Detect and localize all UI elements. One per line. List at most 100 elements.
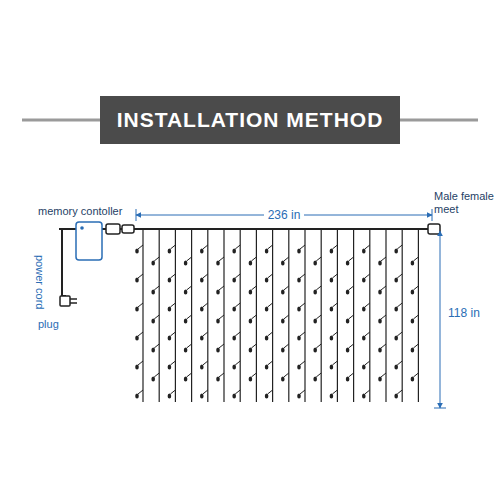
led-bulb xyxy=(313,347,317,352)
led-bulb xyxy=(216,260,220,265)
led-bulb xyxy=(135,335,139,340)
dimension-label: 236 in xyxy=(264,208,305,222)
led-bulb xyxy=(232,335,236,340)
led-bulb xyxy=(216,376,220,381)
led-bulb xyxy=(346,289,350,294)
led-bulb xyxy=(330,393,334,398)
led-bulb xyxy=(232,248,236,253)
led-bulb xyxy=(362,277,366,282)
led-bulb xyxy=(151,347,155,352)
strand xyxy=(369,229,370,402)
led-bulb xyxy=(297,335,301,340)
led-bulb xyxy=(168,306,172,311)
led-bulb xyxy=(378,318,382,323)
strand xyxy=(402,229,403,402)
led-bulb xyxy=(346,260,350,265)
led-bulb xyxy=(394,364,398,369)
plug-label: plug xyxy=(38,318,59,331)
led-bulb xyxy=(265,335,269,340)
led-bulb xyxy=(249,260,253,265)
led-bulb xyxy=(184,318,188,323)
plug-symbol xyxy=(60,296,70,306)
led-bulb xyxy=(394,393,398,398)
height-dimension xyxy=(440,231,441,408)
led-bulb xyxy=(313,376,317,381)
led-bulb xyxy=(151,289,155,294)
led-bulb xyxy=(330,277,334,282)
led-bulb xyxy=(232,277,236,282)
led-bulb xyxy=(362,335,366,340)
led-bulb xyxy=(394,277,398,282)
light-strands xyxy=(135,229,418,402)
cord-label: power cord xyxy=(33,255,46,309)
led-bulb xyxy=(265,248,269,253)
led-bulb xyxy=(330,335,334,340)
led-bulb xyxy=(281,347,285,352)
led-bulb xyxy=(394,335,398,340)
led-bulb xyxy=(184,260,188,265)
led-bulb xyxy=(135,364,139,369)
led-bulb xyxy=(184,347,188,352)
led-bulb xyxy=(330,364,334,369)
led-bulb xyxy=(265,393,269,398)
led-bulb xyxy=(135,277,139,282)
led-bulb xyxy=(265,277,269,282)
led-bulb xyxy=(135,306,139,311)
top-wire xyxy=(100,228,432,230)
led-bulb xyxy=(330,248,334,253)
led-bulb xyxy=(378,376,382,381)
led-bulb xyxy=(168,364,172,369)
led-bulb xyxy=(346,347,350,352)
led-bulb xyxy=(297,364,301,369)
led-bulb xyxy=(200,306,204,311)
led-bulb xyxy=(200,364,204,369)
led-bulb xyxy=(297,277,301,282)
led-bulb xyxy=(249,289,253,294)
led-bulb xyxy=(411,347,415,352)
led-bulb xyxy=(411,289,415,294)
strand xyxy=(142,229,143,402)
led-bulb xyxy=(281,289,285,294)
led-bulb xyxy=(313,318,317,323)
led-bulb xyxy=(184,289,188,294)
led-bulb xyxy=(394,306,398,311)
dimension-label: 118 in xyxy=(448,306,480,320)
strand xyxy=(240,229,241,402)
strand xyxy=(304,229,305,402)
led-bulb xyxy=(249,347,253,352)
led-bulb xyxy=(151,318,155,323)
led-bulb xyxy=(200,335,204,340)
led-bulb xyxy=(151,260,155,265)
led-bulb xyxy=(249,318,253,323)
led-bulb xyxy=(216,289,220,294)
connector-label: Male female meet xyxy=(434,190,496,216)
led-bulb xyxy=(232,306,236,311)
led-bulb xyxy=(346,318,350,323)
led-bulb xyxy=(346,376,350,381)
led-bulb xyxy=(362,248,366,253)
end-connector xyxy=(428,224,440,234)
led-bulb xyxy=(297,393,301,398)
led-bulb xyxy=(168,335,172,340)
led-bulb xyxy=(313,289,317,294)
led-bulb xyxy=(362,364,366,369)
led-bulb xyxy=(200,248,204,253)
led-bulb xyxy=(216,347,220,352)
led-bulb xyxy=(168,393,172,398)
led-bulb xyxy=(378,347,382,352)
power-cord xyxy=(62,229,66,296)
led-bulb xyxy=(168,248,172,253)
title-band: INSTALLATION METHOD xyxy=(100,96,400,144)
controller-label: memory contoller xyxy=(38,205,122,218)
led-bulb xyxy=(281,318,285,323)
led-bulb xyxy=(249,376,253,381)
led-bulb xyxy=(362,393,366,398)
led-bulb xyxy=(378,289,382,294)
led-bulb xyxy=(281,260,285,265)
led-bulb xyxy=(135,248,139,253)
connector xyxy=(106,224,120,234)
led-bulb xyxy=(265,364,269,369)
led-bulb xyxy=(330,306,334,311)
